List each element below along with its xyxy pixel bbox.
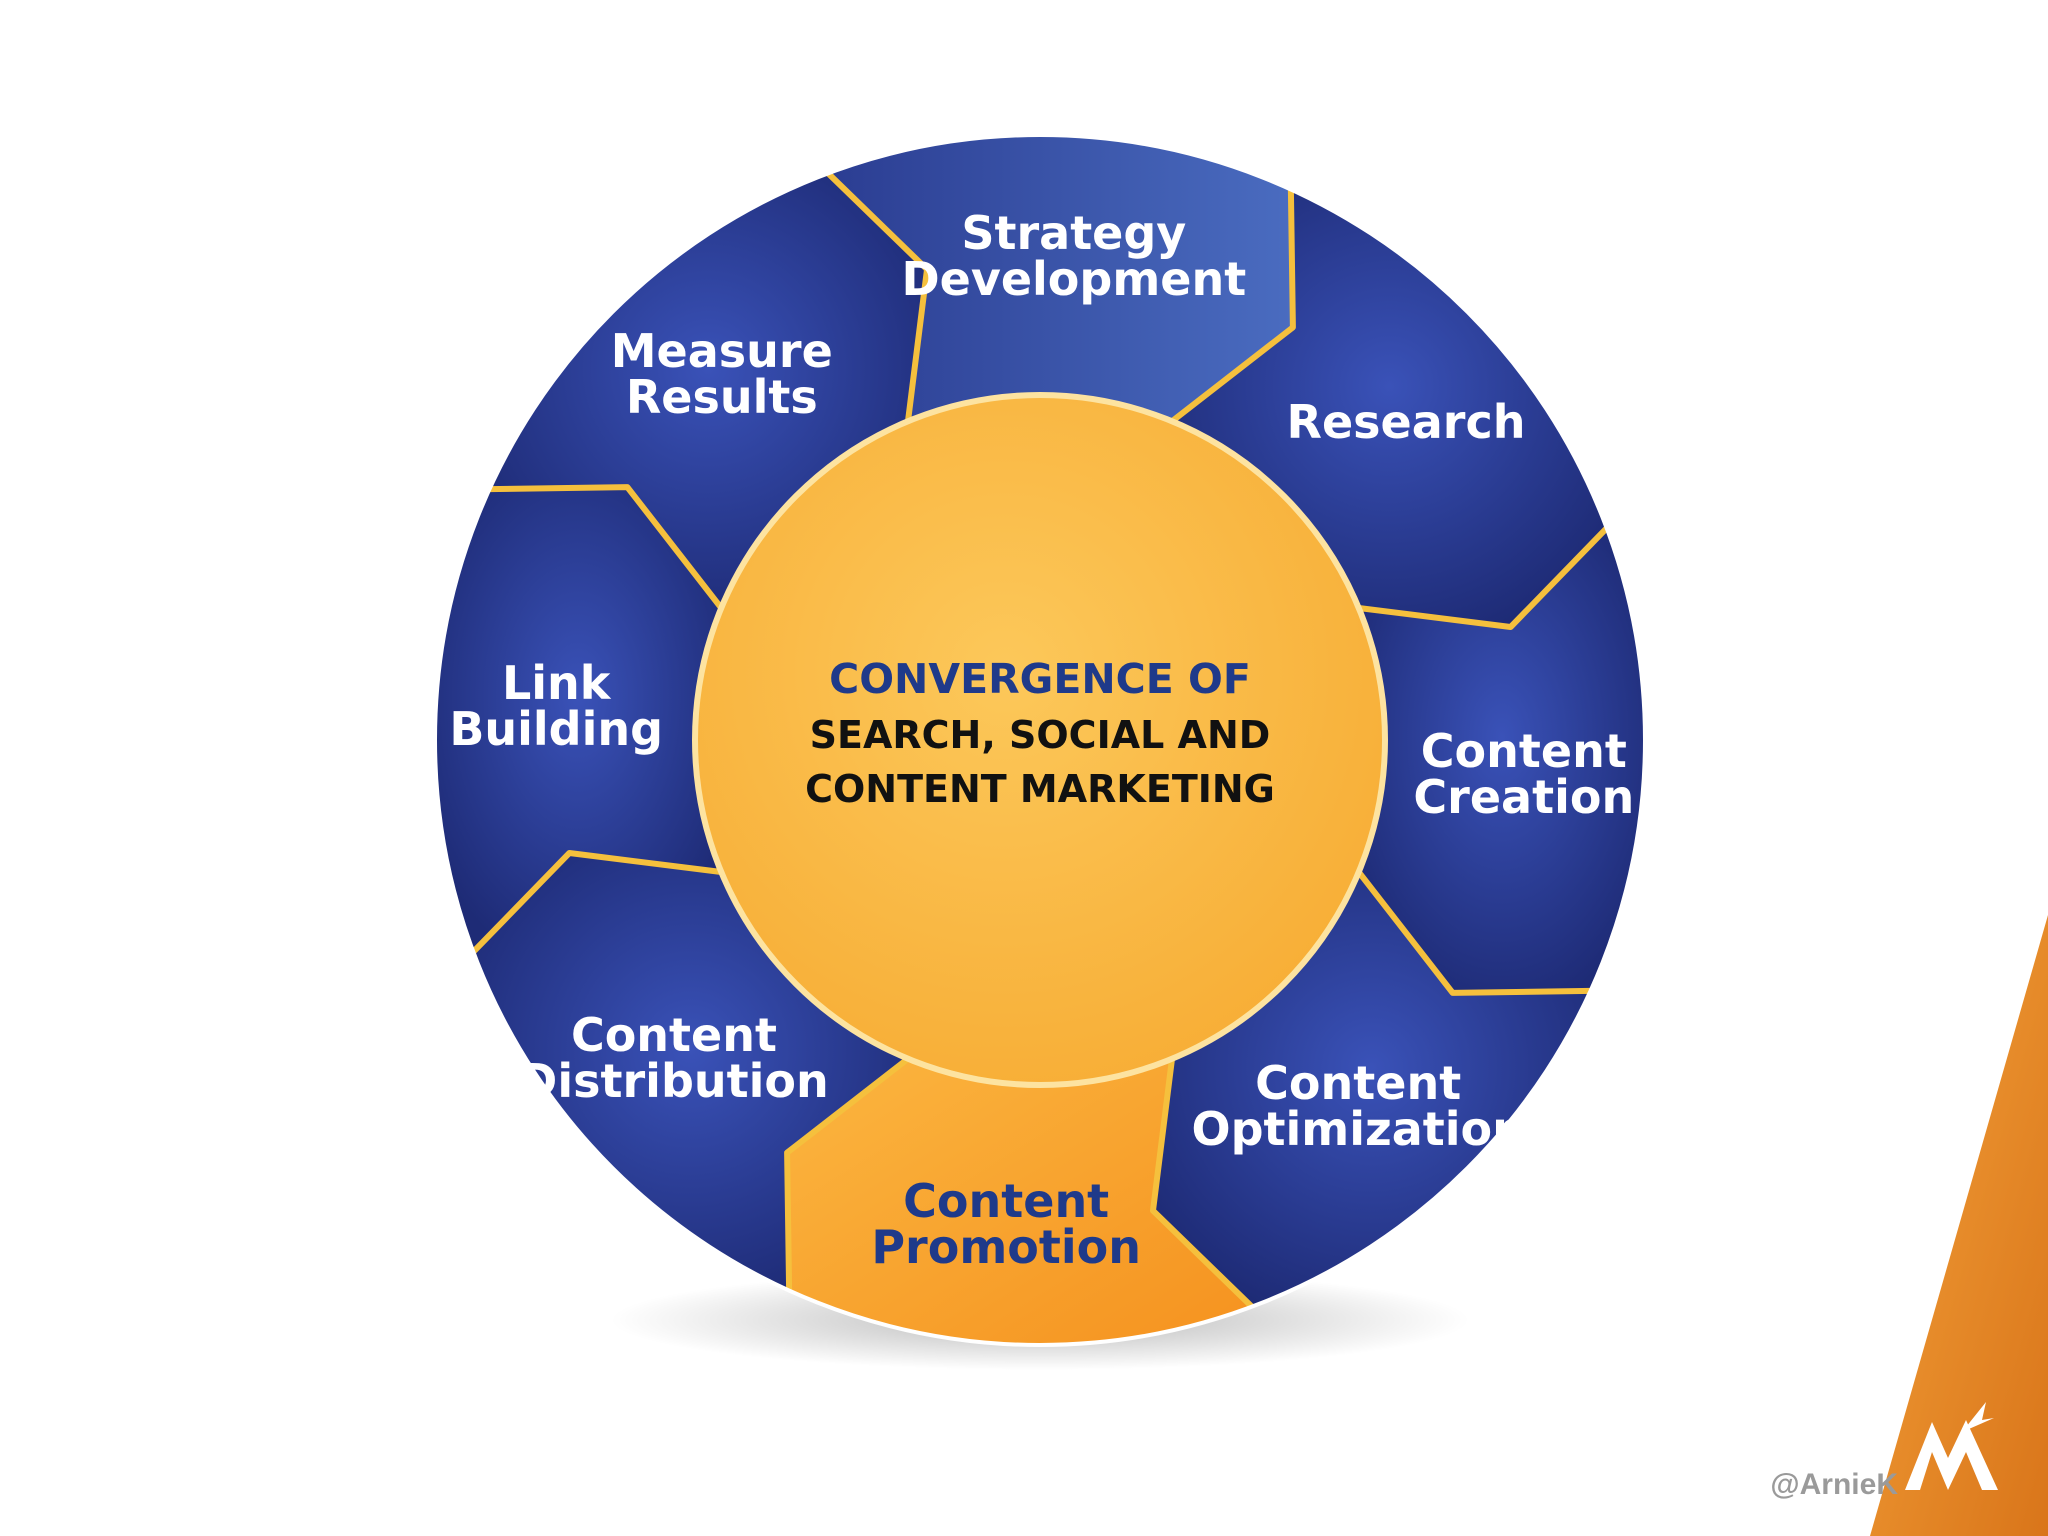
logo-mark-icon	[1905, 1420, 1998, 1490]
center-line-3: CONTENT MARKETING	[805, 767, 1275, 811]
logo-arrow-icon	[1962, 1402, 1994, 1432]
author-handle: @ArnieK	[1770, 1468, 1898, 1501]
segment-label-line: Distribution	[519, 1054, 829, 1108]
wheel-dividers	[433, 133, 1647, 1347]
segment-label-line: Content	[571, 1008, 777, 1062]
center-circle	[692, 392, 1388, 1088]
segment-link	[434, 487, 722, 952]
brand-logo	[1905, 1402, 1998, 1490]
segment-strategy	[828, 135, 1293, 422]
segment-label-line: Strategy	[961, 206, 1186, 260]
segment-creation	[1358, 528, 1645, 993]
segment-divider	[471, 849, 722, 954]
segment-research	[1172, 189, 1607, 628]
segment-label-research: Research	[1287, 395, 1526, 449]
segment-divider	[1170, 189, 1296, 424]
segment-divider	[826, 171, 931, 422]
center-line-2: SEARCH, SOCIAL AND	[810, 713, 1271, 757]
center-title: CONVERGENCE OF	[829, 655, 1251, 703]
segment-label-line: Creation	[1413, 770, 1634, 824]
segment-divider	[1358, 526, 1609, 631]
segment-label-line: Content	[1421, 724, 1627, 778]
wheel-rim	[433, 133, 1647, 1347]
segment-label-line: Research	[1287, 395, 1526, 449]
wheel-segments	[434, 135, 1645, 1345]
segment-label-line: Content	[1255, 1056, 1461, 1110]
segment-label-line: Measure	[611, 324, 833, 378]
segment-label-line: Optimization	[1191, 1102, 1524, 1156]
segment-label-line: Link	[502, 656, 612, 710]
segment-label-line: Content	[903, 1174, 1109, 1228]
corner-accent	[1870, 915, 2048, 1536]
segment-label-line: Results	[626, 370, 818, 424]
segment-optimization	[1152, 872, 1591, 1307]
segment-divider	[1149, 1058, 1254, 1309]
segment-label-line: Building	[449, 702, 663, 756]
segment-divider	[1356, 870, 1591, 996]
segment-label-line: Development	[901, 252, 1246, 306]
segment-divider	[784, 1056, 910, 1291]
segment-distribution	[473, 852, 908, 1291]
segment-promotion	[787, 1058, 1252, 1345]
segment-label-line: Promotion	[871, 1220, 1141, 1274]
segment-measure	[489, 173, 928, 608]
segment-divider	[489, 484, 724, 610]
